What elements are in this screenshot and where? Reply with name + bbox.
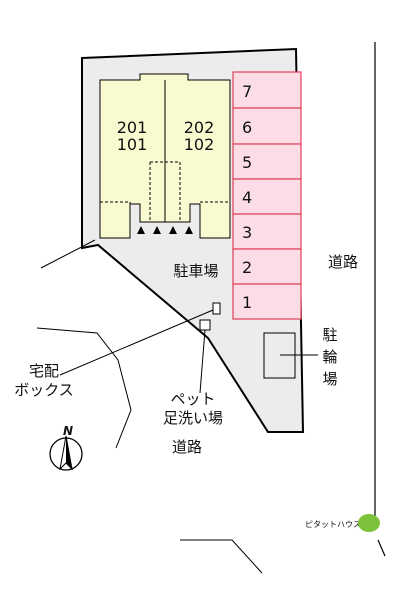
apartment-building: 201 101 202 102 bbox=[99, 73, 231, 239]
north-arrow-icon: N bbox=[49, 424, 83, 471]
delivery-box-label-1: 宅配 bbox=[29, 362, 59, 380]
parking-number-7: 7 bbox=[242, 82, 252, 101]
bicycle-parking-label-1: 駐 bbox=[322, 326, 337, 344]
parking-number-5: 5 bbox=[242, 153, 252, 172]
pet-foot-wash-marker bbox=[199, 319, 211, 331]
unit-102-label: 102 bbox=[184, 135, 215, 154]
bicycle-parking-label-3: 場 bbox=[322, 370, 337, 388]
parking-space-2 bbox=[232, 248, 302, 285]
unit-202-label: 202 bbox=[184, 118, 215, 137]
unit-201-label: 201 bbox=[117, 118, 148, 137]
delivery-box-marker bbox=[212, 302, 221, 315]
bicycle-parking-label-2: 輪 bbox=[322, 348, 337, 366]
parking-number-6: 6 bbox=[242, 118, 252, 137]
parking-space-1 bbox=[232, 283, 302, 320]
entrance-triangle bbox=[169, 226, 177, 234]
road-south-label: 道路 bbox=[172, 438, 202, 456]
parking-number-3: 3 bbox=[242, 223, 252, 242]
north-label: N bbox=[63, 424, 73, 438]
south-road-edge bbox=[180, 539, 263, 574]
entrance-triangle bbox=[153, 226, 161, 234]
south-road-curve bbox=[36, 327, 132, 449]
parking-number-1: 1 bbox=[242, 293, 252, 312]
unit-101-label: 101 bbox=[117, 135, 148, 154]
parking-number-4: 4 bbox=[242, 188, 252, 207]
pet-foot-wash-label-1: ペット bbox=[170, 390, 215, 408]
parking-spaces: 7 6 5 4 3 2 1 bbox=[232, 71, 302, 320]
logo-text: ピタットハウス bbox=[305, 520, 361, 529]
logo-leaf-icon bbox=[358, 514, 380, 532]
parking-number-2: 2 bbox=[242, 258, 252, 277]
parking-label: 駐車場 bbox=[173, 262, 218, 280]
entrance-triangle bbox=[137, 226, 145, 234]
entrance-triangle bbox=[185, 226, 193, 234]
west-road-edge bbox=[40, 239, 96, 269]
delivery-box-label-2: ボックス bbox=[14, 381, 74, 399]
pitat-house-logo: ピタットハウス bbox=[305, 514, 380, 532]
pet-foot-wash-label-2: 足洗い場 bbox=[163, 409, 223, 427]
road-east-label: 道路 bbox=[328, 253, 358, 271]
